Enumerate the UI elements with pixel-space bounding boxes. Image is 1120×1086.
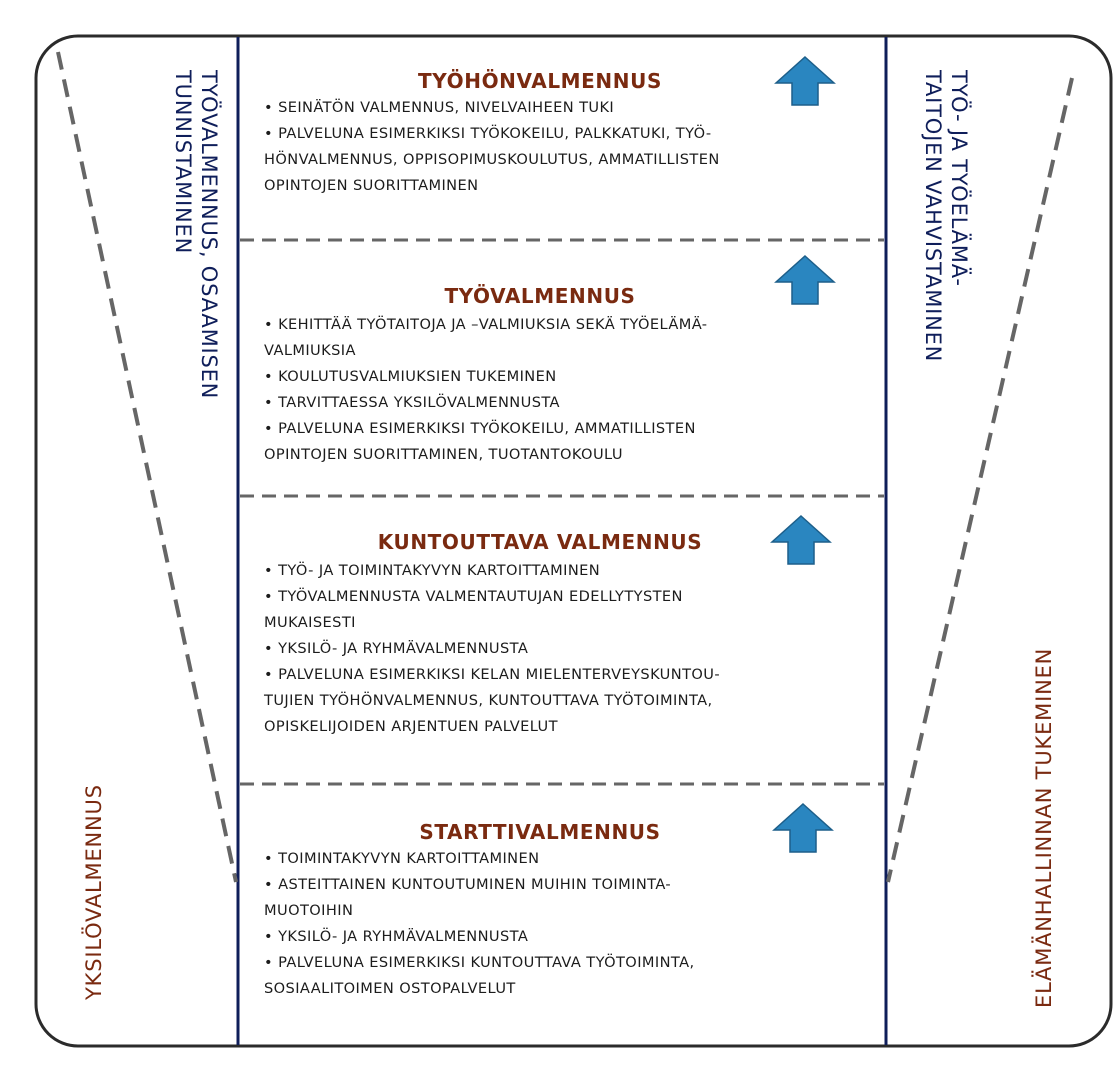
section-tyovalmennus: TYÖVALMENNUS KEHITTÄÄ TYÖTAITOJA JA –VAL… [240,240,886,496]
right-bottom-label: ELÄMÄNHALLINNAN TUKEMINEN [1032,647,1056,1008]
bullet-item: PALVELUNA ESIMERKIKSI TYÖKOKEILU, PALKKA… [264,121,864,147]
section-kuntouttava-valmennus: KUNTOUTTAVA VALMENNUS TYÖ- JA TOIMINTAKY… [240,496,886,784]
bullet-item: ASTEITTAINEN KUNTOUTUMINEN MUIHIN TOIMIN… [264,872,864,898]
section-title: TYÖVALMENNUS [444,284,636,308]
section-starttivalmennus: STARTTIVALMENNUS TOIMINTAKYVYN KARTOITTA… [240,784,886,1044]
bullet-item: YKSILÖ- JA RYHMÄVALMENNUSTA [264,636,864,662]
bullet-continuation: OPISKELIJOIDEN ARJENTUEN PALVELUT [264,718,558,735]
bullet-item: PALVELUNA ESIMERKIKSI KUNTOUTTAVA TYÖTOI… [264,950,864,976]
left-bottom-label: YKSILÖVALMENNUS [82,784,106,1000]
section-title: STARTTIVALMENNUS [419,820,661,844]
left-column-heading: TYÖVALMENNUS, OSAAMISEN TUNNISTAMINEN [170,70,222,399]
bullet-item: PALVELUNA ESIMERKIKSI KELAN MIELENTERVEY… [264,662,864,688]
left-heading-line-2: TUNNISTAMINEN [171,70,195,255]
bullet-item: KOULUTUSVALMIUKSIEN TUKEMINEN [264,364,864,390]
outer-border [34,34,1113,1048]
section-title: KUNTOUTTAVA VALMENNUS [377,530,703,554]
left-heading-line-1: TYÖVALMENNUS, OSAAMISEN [197,70,221,400]
bullet-item: TYÖ- JA TOIMINTAKYVYN KARTOITTAMINEN [264,558,864,584]
bullet-continuation: TUJIEN TYÖHÖNVALMENNUS, KUNTOUTTAVA TYÖT… [264,692,713,709]
section-tyohonvalmennus: TYÖHÖNVALMENNUS SEINÄTÖN VALMENNUS, NIVE… [240,37,886,240]
funnel-line-left [56,51,238,883]
bullet-continuation: SOSIAALITOIMEN OSTOPALVELUT [264,980,516,997]
right-column-heading: TYÖ- JA TYÖELÄMÄ- TAITOJEN VAHVISTAMINEN [920,70,972,362]
bullet-list: TOIMINTAKYVYN KARTOITTAMINEN ASTEITTAINE… [264,846,864,1002]
right-heading-line-1: TYÖ- JA TYÖELÄMÄ- [947,70,971,287]
center-column: TYÖHÖNVALMENNUS SEINÄTÖN VALMENNUS, NIVE… [240,37,886,1044]
bullet-continuation: MUOTOIHIN [264,902,354,919]
bullet-continuation: OPINTOJEN SUORITTAMINEN, TUOTANTOKOULU [264,446,623,463]
bullet-list: TYÖ- JA TOIMINTAKYVYN KARTOITTAMINEN TYÖ… [264,558,864,740]
bullet-list: SEINÄTÖN VALMENNUS, NIVELVAIHEEN TUKI PA… [264,95,864,199]
bullet-item: PALVELUNA ESIMERKIKSI TYÖKOKEILU, AMMATI… [264,416,864,442]
bullet-item: TOIMINTAKYVYN KARTOITTAMINEN [264,846,864,872]
bullet-list: KEHITTÄÄ TYÖTAITOJA JA –VALMIUKSIA SEKÄ … [264,312,864,468]
bullet-item: TARVITTAESSA YKSILÖVALMENNUSTA [264,390,864,416]
bullet-item: TYÖVALMENNUSTA VALMENTAUTUJAN EDELLYTYST… [264,584,864,610]
arrow-up-icon [774,254,836,305]
section-title: TYÖHÖNVALMENNUS [418,69,662,93]
bullet-continuation: OPINTOJEN SUORITTAMINEN [264,177,479,194]
bullet-item: YKSILÖ- JA RYHMÄVALMENNUSTA [264,924,864,950]
funnel-line-right [886,77,1074,883]
bullet-item: SEINÄTÖN VALMENNUS, NIVELVAIHEEN TUKI [264,95,864,121]
bullet-continuation: VALMIUKSIA [264,342,356,359]
right-heading-line-2: TAITOJEN VAHVISTAMINEN [921,70,945,363]
bullet-item: KEHITTÄÄ TYÖTAITOJA JA –VALMIUKSIA SEKÄ … [264,312,864,338]
bullet-continuation: MUKAISESTI [264,614,356,631]
bullet-continuation: HÖNVALMENNUS, OPPISOPIMUSKOULUTUS, AMMAT… [264,151,720,168]
